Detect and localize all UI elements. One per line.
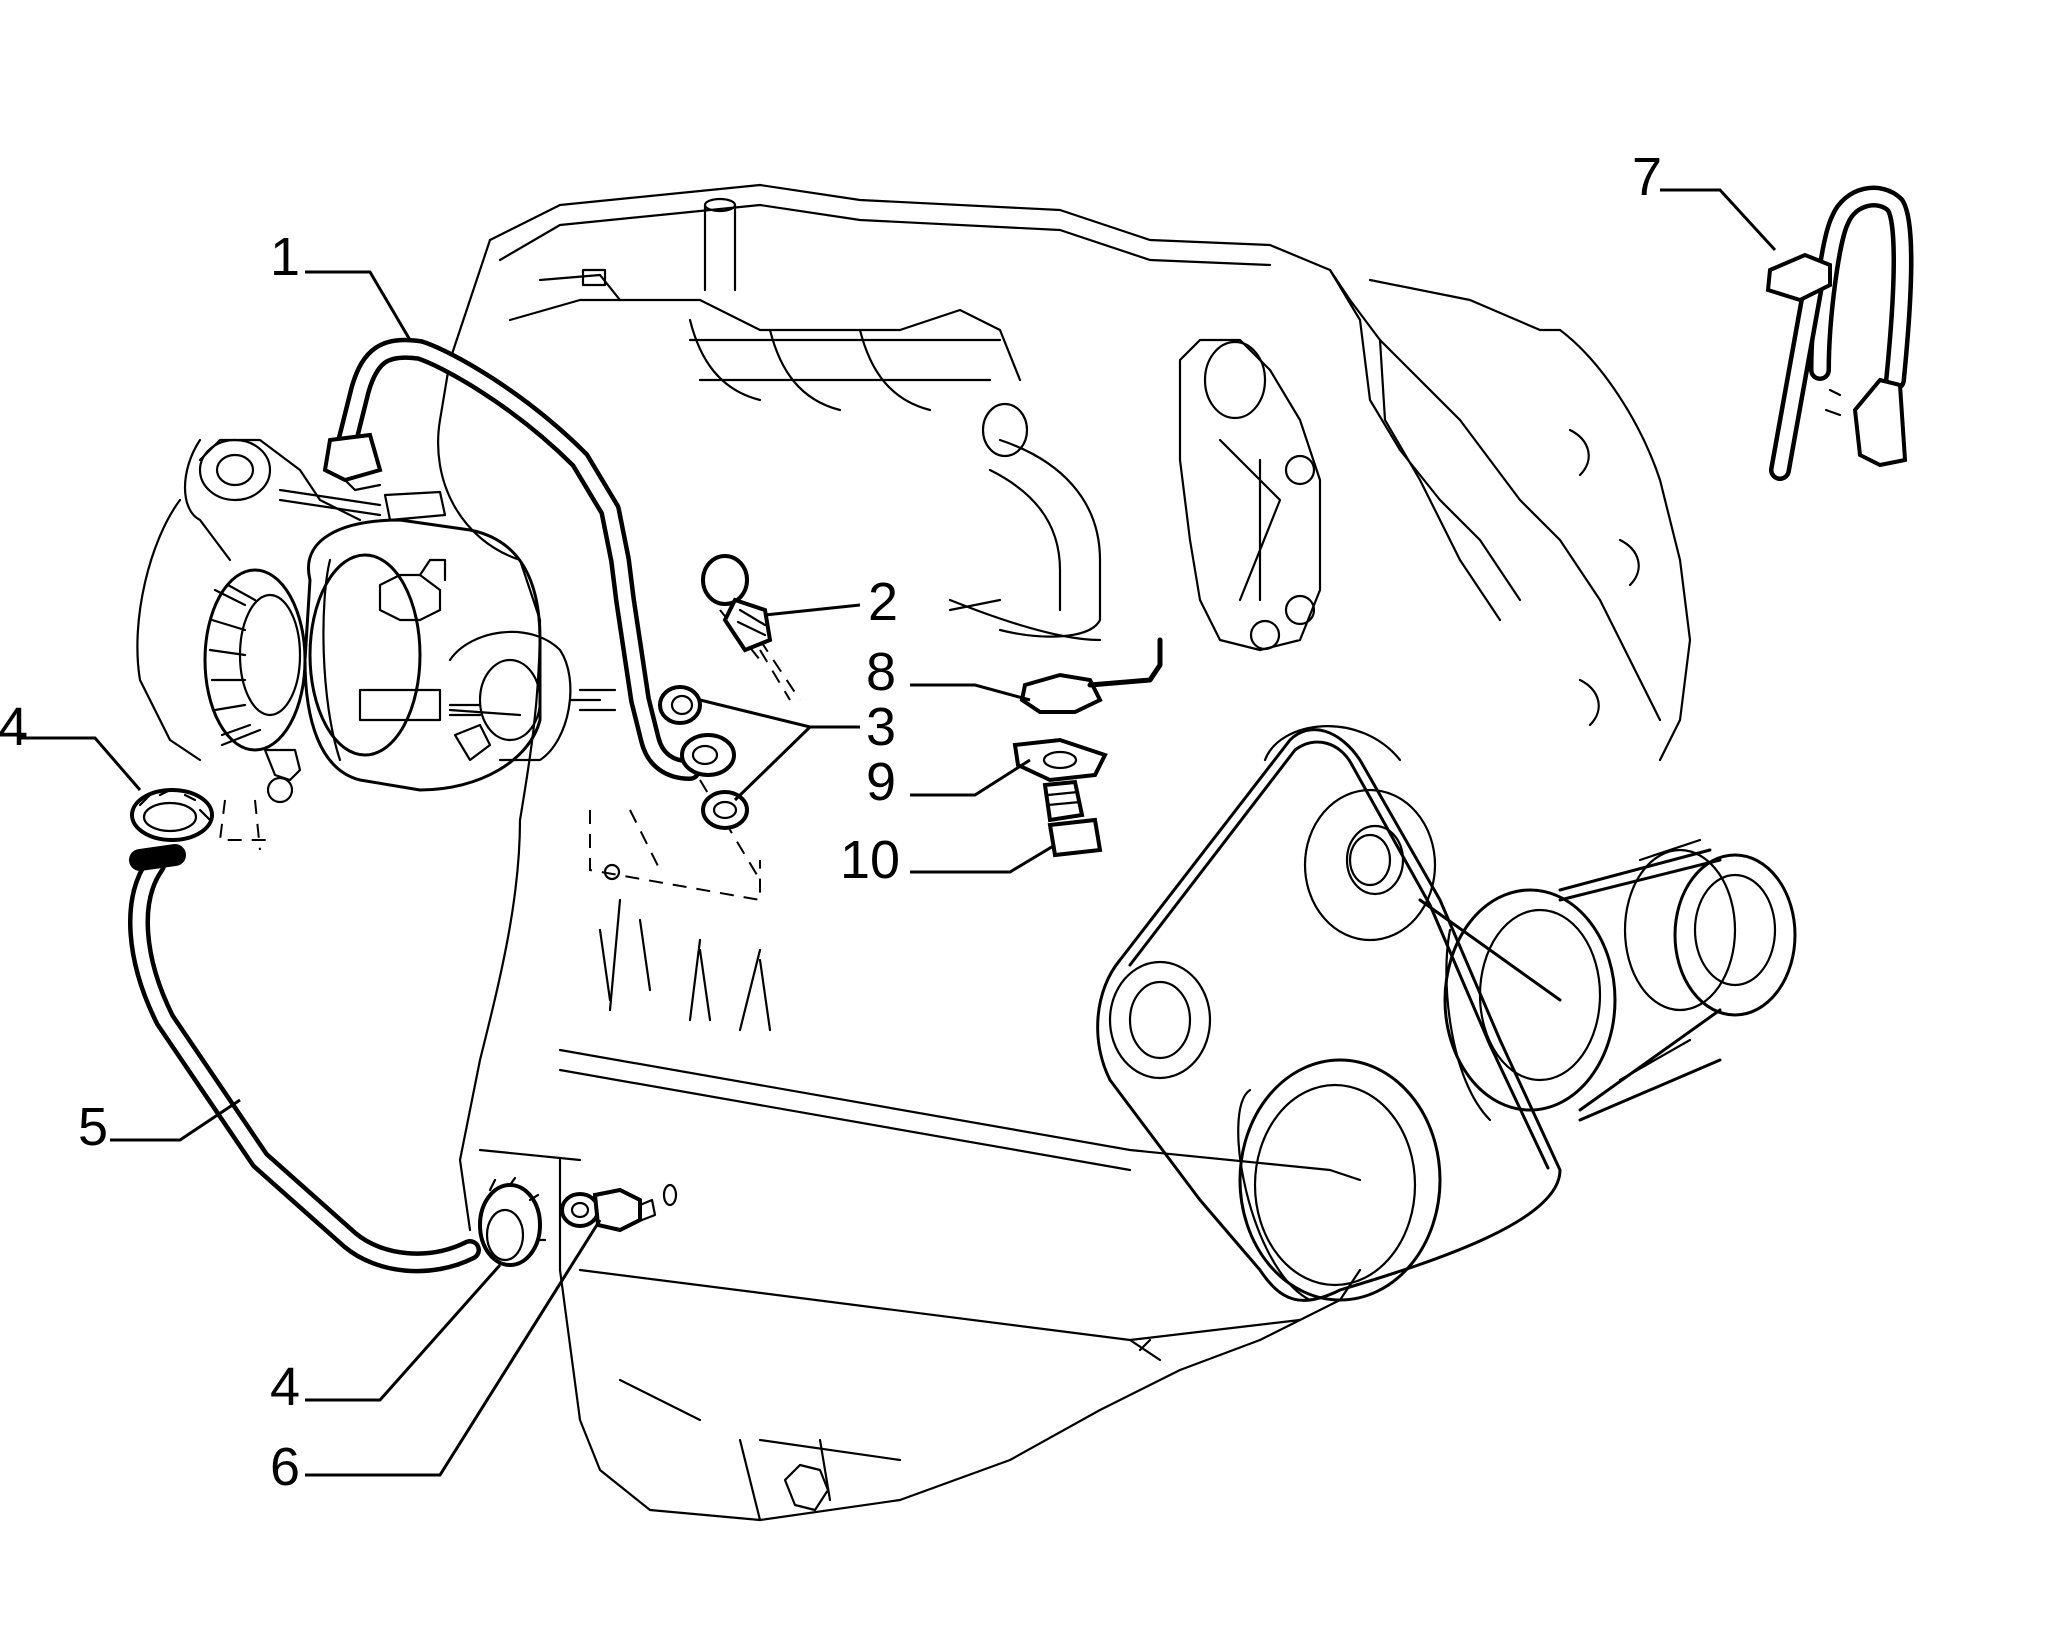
callout-2: 2 — [868, 572, 898, 632]
callout-10: 10 — [840, 830, 900, 890]
part-7-dipstick — [1765, 185, 1914, 481]
callout-4-upper: 4 — [0, 697, 28, 757]
part-10-plug — [1042, 779, 1103, 858]
callout-8: 8 — [866, 642, 896, 702]
part-4a-clamp — [130, 788, 214, 842]
leader-lines — [20, 188, 1777, 1477]
callout-9: 9 — [866, 752, 896, 812]
part-2-bolt — [701, 554, 791, 701]
callout-3: 3 — [866, 697, 896, 757]
water-pump-housing — [136, 438, 617, 851]
callout-labels: 1 2 3 4 4 5 6 7 8 9 10 — [0, 147, 1662, 1497]
part-9-gasket — [1012, 737, 1108, 783]
part-4b-clamp — [478, 1176, 547, 1267]
part-8-sensor — [1019, 637, 1163, 714]
callout-7: 7 — [1632, 147, 1662, 207]
accessory-drive — [1096, 725, 1797, 1302]
callout-6: 6 — [270, 1437, 300, 1497]
part-5-hose — [128, 844, 481, 1274]
callout-1: 1 — [270, 227, 300, 287]
part-6-sender — [560, 1183, 678, 1233]
part-1-pipe — [322, 337, 701, 781]
callout-4-lower: 4 — [270, 1357, 300, 1417]
callout-5: 5 — [78, 1097, 108, 1157]
